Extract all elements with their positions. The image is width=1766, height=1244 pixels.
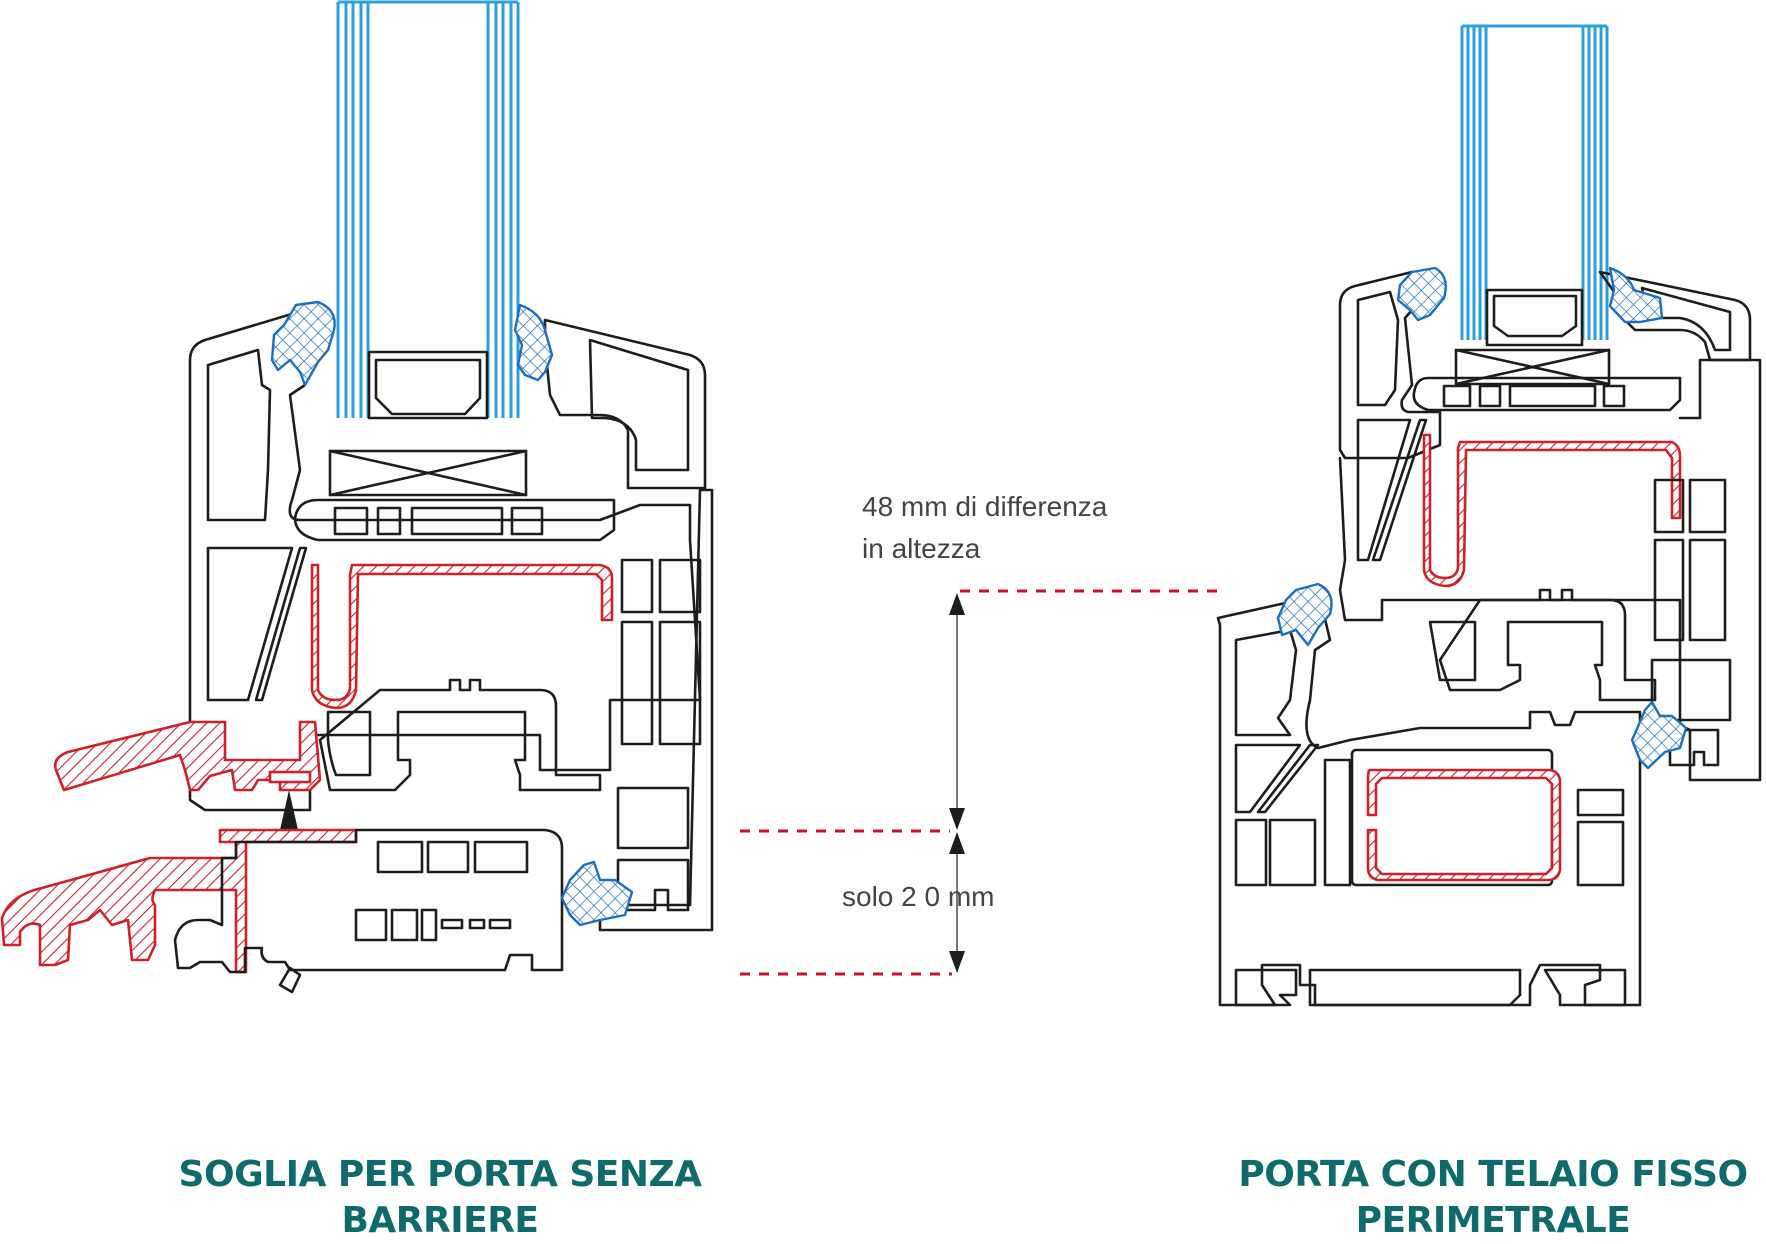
left-section-drawing [0, 0, 714, 994]
right-center-chamber [1438, 588, 1657, 702]
left-threshold-seal-slot [268, 770, 312, 784]
right-frame-reinforcement [1366, 768, 1562, 882]
right-sash-profile [1338, 270, 1442, 460]
left-lower-frame [173, 828, 564, 974]
right-frame-profile [1338, 358, 1762, 782]
right-glazing-gasket-right [1608, 266, 1664, 324]
right-lower-frame [1216, 596, 1642, 1007]
dimension-arrow-up-icon [949, 832, 965, 854]
right-glass-spacer [1485, 288, 1584, 347]
left-brush-seal [280, 790, 298, 830]
left-glass-spacer [367, 350, 489, 420]
left-frame-gasket [560, 860, 634, 927]
dimension-arrow-up-icon [949, 593, 965, 615]
height-difference-label: 48 mm di differenza [862, 491, 1108, 522]
left-glazing-gasket-left [270, 300, 336, 387]
left-frame-chamber-1 [206, 546, 294, 702]
left-frame-chamber-2 [254, 546, 308, 702]
height-difference-label-line2: in altezza [862, 533, 981, 564]
left-sash-right-inner [588, 338, 690, 472]
left-glazing-gasket-right [513, 303, 554, 382]
left-glass-pane [336, 0, 520, 418]
right-sash-reinforcement [1422, 433, 1682, 588]
dimension-arrow-down-icon [949, 951, 965, 973]
caption-left-line2: BARRIERE [341, 1200, 539, 1241]
threshold-height-label: solo 2 0 mm [842, 881, 995, 912]
left-threshold-cap [53, 720, 322, 792]
caption-left-line1: SOGLIA PER PORTA SENZA [178, 1154, 702, 1195]
left-sash-inner-chamber [206, 348, 272, 522]
right-frame-gasket-upper [1276, 582, 1333, 647]
left-sash-reinforcement [310, 563, 614, 710]
left-setting-block [328, 449, 528, 497]
dimension-annotations [740, 589, 1225, 976]
left-bead [293, 498, 616, 542]
left-sash-right-top [543, 318, 707, 490]
left-center-chamber [318, 678, 602, 792]
left-sash-profile [188, 308, 702, 812]
dimension-arrow-down-icon [949, 808, 965, 830]
caption-right: PORTA CON TELAIO FISSO PERIMETRALE [1210, 1152, 1766, 1244]
caption-left: SOGLIA PER PORTA SENZA BARRIERE [140, 1152, 740, 1244]
left-threshold-ramp [0, 828, 358, 974]
right-frame-gasket-lower [1630, 700, 1688, 770]
right-sash-right-top [1598, 270, 1752, 362]
caption-right-line1: PORTA CON TELAIO FISSO [1238, 1154, 1748, 1195]
right-glass-pane [1460, 24, 1609, 340]
right-glazing-gasket-left [1396, 266, 1447, 322]
right-section-drawing [1216, 24, 1762, 1007]
caption-right-line2: PERIMETRALE [1355, 1200, 1631, 1241]
